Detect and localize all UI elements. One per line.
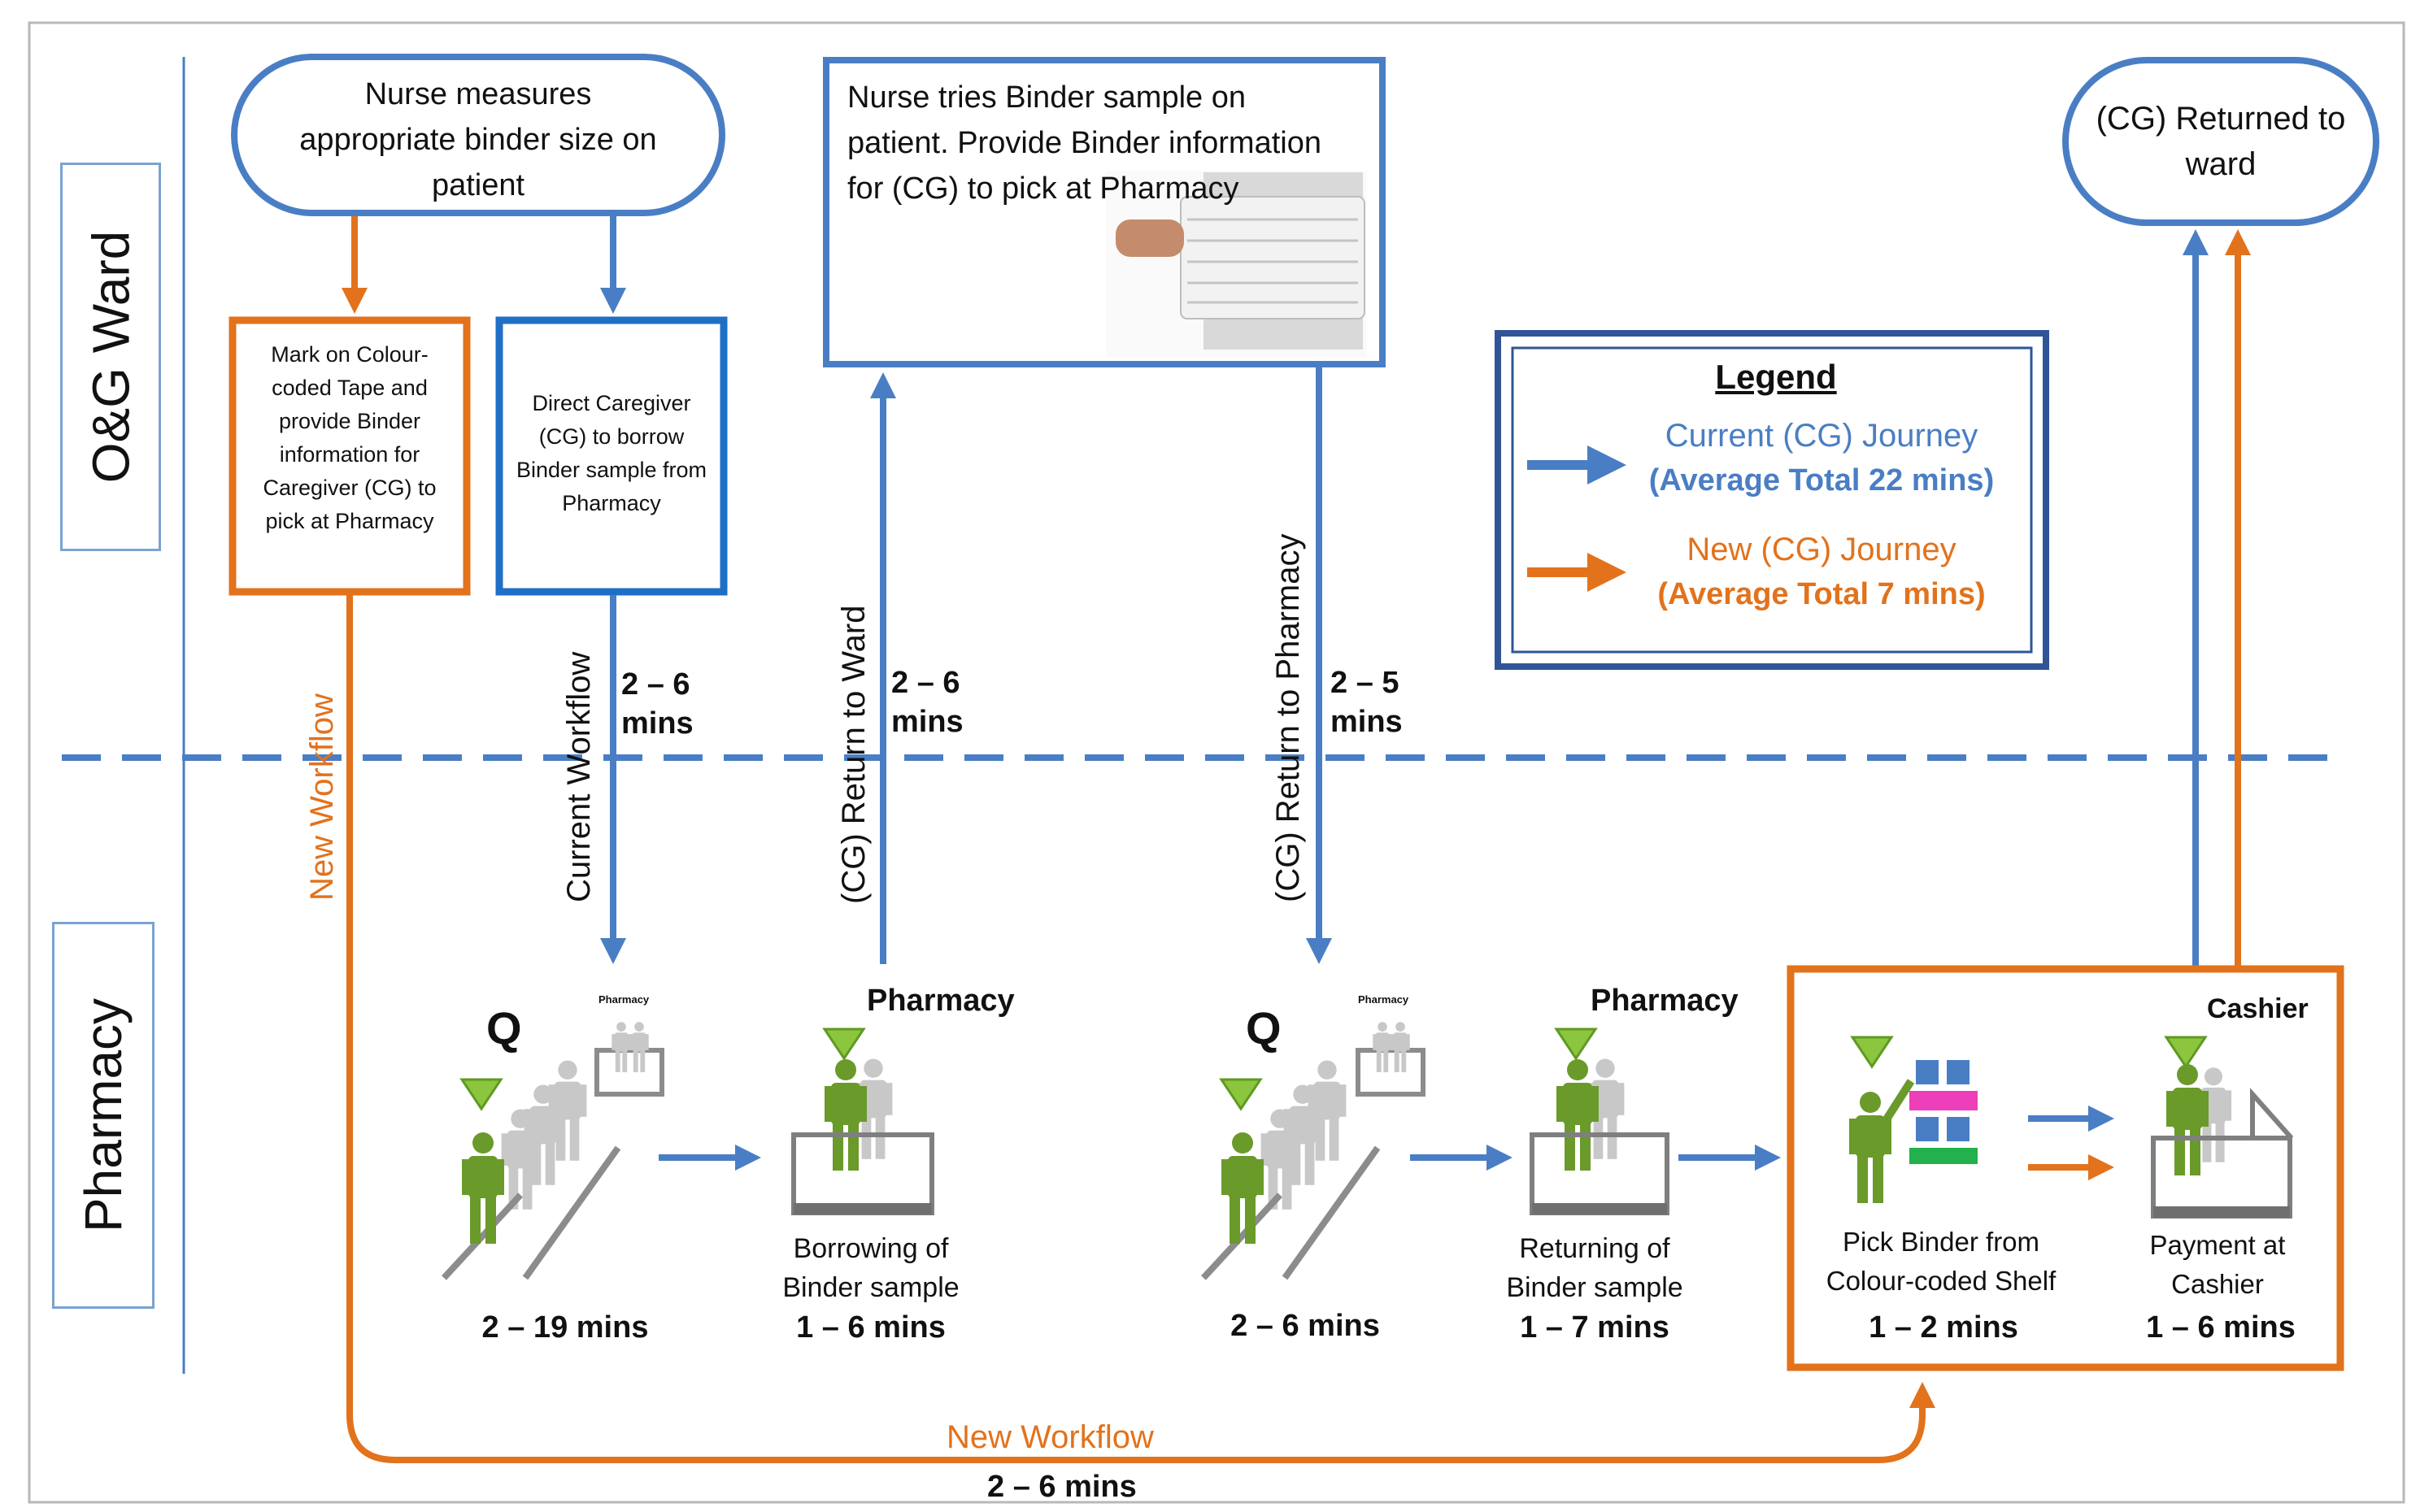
queue-1-time: 2 – 19 mins bbox=[481, 1310, 649, 1345]
new-workflow-box bbox=[1787, 965, 2344, 1371]
return-to-ward-label: (CG) Return to Ward bbox=[836, 605, 872, 904]
returning-label: Returning of Binder sample bbox=[1506, 1233, 1683, 1303]
binder-photo bbox=[1106, 171, 1366, 358]
queue-1-small-pharmacy: Pharmacy bbox=[598, 993, 650, 1006]
lane-label-pharmacy: Pharmacy bbox=[52, 922, 155, 1309]
lane-ward-text: O&G Ward bbox=[81, 230, 140, 484]
legend-new-label: New (CG) Journey bbox=[1687, 532, 1956, 567]
legend-new-total: (Average Total 7 mins) bbox=[1657, 577, 1986, 611]
new-workflow-vertical-label: New Workflow bbox=[304, 693, 340, 901]
lane-pharmacy-text: Pharmacy bbox=[74, 997, 133, 1233]
cashier-title: Cashier bbox=[2207, 993, 2309, 1024]
direct-cg-node bbox=[495, 316, 728, 596]
mark-tape-node bbox=[229, 316, 471, 596]
queue-station-2 bbox=[1201, 1022, 1425, 1280]
pick-binder-label: Pick Binder from Colour-coded Shelf bbox=[1826, 1227, 2057, 1296]
legend-box bbox=[1495, 330, 2049, 670]
outer-frame bbox=[28, 21, 2405, 1504]
pick-binder-station bbox=[1849, 1036, 1978, 1203]
borrowing-label: Borrowing of Binder sample bbox=[782, 1233, 960, 1303]
new-workflow-bottom-label: New Workflow bbox=[947, 1419, 1154, 1455]
cashier-station bbox=[2151, 1036, 2294, 1219]
return-to-pharmacy-time: 2 – 5 mins bbox=[1330, 666, 1403, 739]
legend-title: Legend bbox=[1715, 358, 1837, 396]
queue-2-time: 2 – 6 mins bbox=[1230, 1309, 1380, 1343]
borrowing-time: 1 – 6 mins bbox=[796, 1310, 946, 1345]
returning-time: 1 – 7 mins bbox=[1520, 1310, 1669, 1345]
direct-cg-text: Direct Caregiver (CG) to borrow Binder s… bbox=[516, 391, 707, 515]
payment-time: 1 – 6 mins bbox=[2146, 1310, 2296, 1345]
returning-station bbox=[1530, 1028, 1669, 1215]
queue-1-mark: Q bbox=[486, 1002, 522, 1054]
lane-label-ward: O&G Ward bbox=[60, 163, 161, 551]
current-workflow-time: 2 – 6 mins bbox=[621, 667, 694, 741]
return-to-ward-time: 2 – 6 mins bbox=[891, 666, 964, 739]
nurse-tries-text: Nurse tries Binder sample on patient. Pr… bbox=[847, 75, 1351, 211]
mark-tape-text: Mark on Colour-coded Tape and provide Bi… bbox=[263, 342, 437, 533]
current-workflow-label: Current Workflow bbox=[561, 651, 597, 902]
queue-2-mark: Q bbox=[1246, 1002, 1282, 1054]
returned-to-ward-text: (CG) Returned to ward bbox=[2096, 101, 2346, 182]
nurse-tries-label: Nurse tries Binder sample on patient. Pr… bbox=[847, 80, 1321, 206]
pharmacy-title-1: Pharmacy bbox=[867, 984, 1015, 1018]
legend-current-label: Current (CG) Journey bbox=[1665, 418, 1978, 454]
pick-binder-time: 1 – 2 mins bbox=[1869, 1310, 2018, 1345]
payment-label: Payment at Cashier bbox=[2149, 1230, 2286, 1299]
new-workflow-bottom-time: 2 – 6 mins bbox=[987, 1470, 1137, 1504]
nurse-measures-text: Nurse measures appropriate binder size o… bbox=[299, 77, 657, 202]
queue-2-small-pharmacy: Pharmacy bbox=[1358, 993, 1409, 1006]
arrow-new-workflow bbox=[346, 595, 1935, 1463]
pharmacy-title-2: Pharmacy bbox=[1591, 984, 1739, 1018]
legend-current-total: (Average Total 22 mins) bbox=[1648, 463, 1995, 497]
queue-station-1 bbox=[442, 1022, 664, 1280]
returned-to-ward-node bbox=[2062, 57, 2379, 226]
borrowing-station bbox=[791, 1028, 934, 1215]
nurse-measures-node bbox=[231, 54, 725, 216]
return-to-pharmacy-label: (CG) Return to Pharmacy bbox=[1270, 533, 1306, 902]
